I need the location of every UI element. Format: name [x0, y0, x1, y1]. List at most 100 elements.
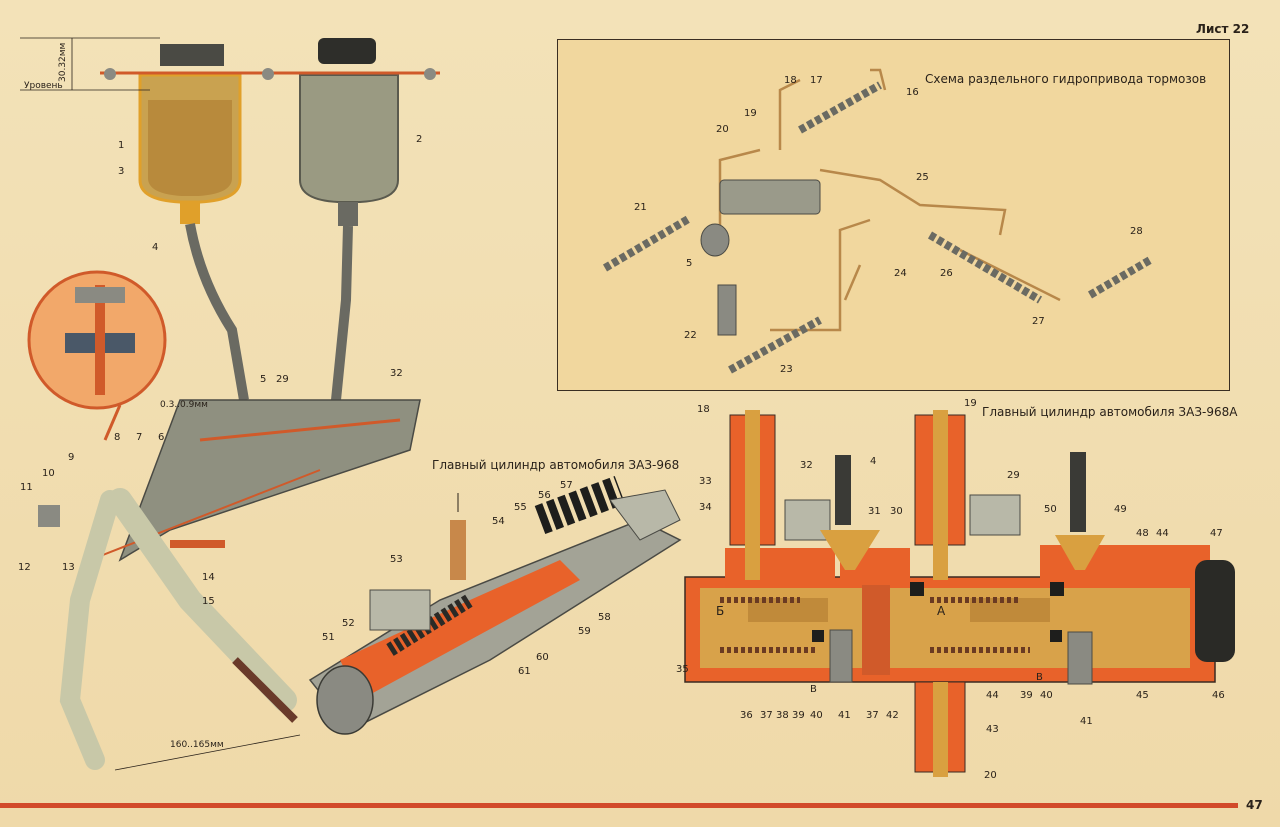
scheme-callout-17: 17: [810, 75, 823, 86]
callout-13: 13: [62, 562, 75, 573]
c968a-callout-33: 33: [699, 476, 712, 487]
reservoir-left: [138, 44, 249, 401]
c968a-callout-34: 34: [699, 502, 712, 513]
c968a-callout-35: 35: [676, 664, 689, 675]
c968-callout-59: 59: [578, 626, 591, 637]
bottom-rule: [0, 803, 1238, 808]
scheme-callout-18: 18: [784, 75, 797, 86]
c968a-callout-38: 38: [776, 710, 789, 721]
scheme-callout-21: 21: [634, 202, 647, 213]
callout-32: 32: [390, 368, 403, 379]
c968a-callout-48: 48: [1136, 528, 1149, 539]
callout-5: 5: [260, 374, 267, 385]
scheme-callout-23: 23: [780, 364, 793, 375]
travel-label: 160..165мм: [170, 740, 224, 750]
c968-callout-58: 58: [598, 612, 611, 623]
gap-dimension: 0.3..0.9мм: [160, 400, 208, 410]
c968a-callout-36: 36: [740, 710, 753, 721]
c968a-callout-4a: 4: [870, 456, 877, 467]
c968-callout-53: 53: [390, 554, 403, 565]
c968a-callout-39b: 39: [1020, 690, 1033, 701]
cylinder-968a: [684, 410, 1235, 777]
callout-2: 2: [416, 134, 423, 145]
scheme-callout-26: 26: [940, 268, 953, 279]
c968-callout-57: 57: [560, 480, 573, 491]
callout-14: 14: [202, 572, 215, 583]
scheme-callout-22: 22: [684, 330, 697, 341]
cylinder-968: [308, 475, 682, 735]
c968a-callout-47: 47: [1210, 528, 1223, 539]
scheme-components: [602, 81, 1153, 374]
scheme-callout-24: 24: [894, 268, 907, 279]
detail-circle: [27, 270, 167, 441]
callout-29: 29: [276, 374, 289, 385]
c968a-callout-40b: 40: [1040, 690, 1053, 701]
callout-11: 11: [20, 482, 33, 493]
pedal-assembly: [38, 399, 421, 770]
chamber-b-label: Б: [716, 604, 725, 618]
travel-dimension: [114, 734, 301, 771]
c968-callout-56: 56: [538, 490, 551, 501]
callout-7: 7: [136, 432, 143, 443]
cylinder-968a-title: Главный цилиндр автомобиля ЗАЗ-968А: [982, 405, 1238, 419]
c968a-callout-18: 18: [697, 404, 710, 415]
c968a-callout-41b: 41: [1080, 716, 1093, 727]
callout-15: 15: [202, 596, 215, 607]
level-dimension: [20, 37, 160, 91]
sheet-label: Лист 22: [1196, 22, 1250, 36]
scheme-callout-19: 19: [744, 108, 757, 119]
callout-10: 10: [42, 468, 55, 479]
callout-12: 12: [18, 562, 31, 573]
c968a-callout-29: 29: [1007, 470, 1020, 481]
scheme-title: Схема раздельного гидропривода тормозов: [925, 72, 1207, 86]
c968-callout-54: 54: [492, 516, 505, 527]
chamber-a-label: А: [937, 604, 946, 618]
c968a-callout-37b: 37: [866, 710, 879, 721]
c968-callout-51: 51: [322, 632, 335, 643]
c968a-callout-44b: 44: [986, 690, 999, 701]
c968a-callout-37a: 37: [760, 710, 773, 721]
c968-callout-60: 60: [536, 652, 549, 663]
c968a-callout-19: 19: [964, 398, 977, 409]
c968a-callout-41a: 41: [838, 710, 851, 721]
chamber-v2-label: В: [1036, 672, 1043, 683]
c968a-callout-50: 50: [1044, 504, 1057, 515]
scheme-callout-16: 16: [906, 87, 919, 98]
callout-1: 1: [118, 140, 125, 151]
brake-scheme-panel: [557, 39, 1230, 391]
callout-4: 4: [152, 242, 159, 253]
c968a-callout-40a: 40: [810, 710, 823, 721]
c968a-callout-30: 30: [890, 506, 903, 517]
page-number: 47: [1246, 798, 1263, 812]
chamber-v1-label: В: [810, 684, 817, 695]
c968a-callout-44a: 44: [1156, 528, 1169, 539]
scheme-callout-27: 27: [1032, 316, 1045, 327]
c968a-callout-32: 32: [800, 460, 813, 471]
scheme-callout-5: 5: [686, 258, 693, 269]
c968a-callout-39a: 39: [792, 710, 805, 721]
scheme-callout-28: 28: [1130, 226, 1143, 237]
fill-dimension: 30.32мм: [58, 42, 68, 82]
level-label: Уровень: [24, 81, 63, 91]
c968a-callout-49: 49: [1114, 504, 1127, 515]
c968a-callout-42: 42: [886, 710, 899, 721]
callout-3: 3: [118, 166, 125, 177]
c968a-callout-31: 31: [868, 506, 881, 517]
c968-callout-52: 52: [342, 618, 355, 629]
callout-6: 6: [158, 432, 165, 443]
scheme-callout-20: 20: [716, 124, 729, 135]
reservoir-right: [299, 38, 399, 401]
mounting-bracket: [100, 68, 440, 80]
callout-9: 9: [68, 452, 75, 463]
callout-8: 8: [114, 432, 121, 443]
cylinder-968-title: Главный цилиндр автомобиля ЗАЗ-968: [432, 458, 680, 472]
c968a-callout-46: 46: [1212, 690, 1225, 701]
c968-callout-61: 61: [518, 666, 531, 677]
c968a-callout-20: 20: [984, 770, 997, 781]
c968-callout-55: 55: [514, 502, 527, 513]
c968a-callout-45: 45: [1136, 690, 1149, 701]
c968a-callout-43: 43: [986, 724, 999, 735]
scheme-callout-25: 25: [916, 172, 929, 183]
